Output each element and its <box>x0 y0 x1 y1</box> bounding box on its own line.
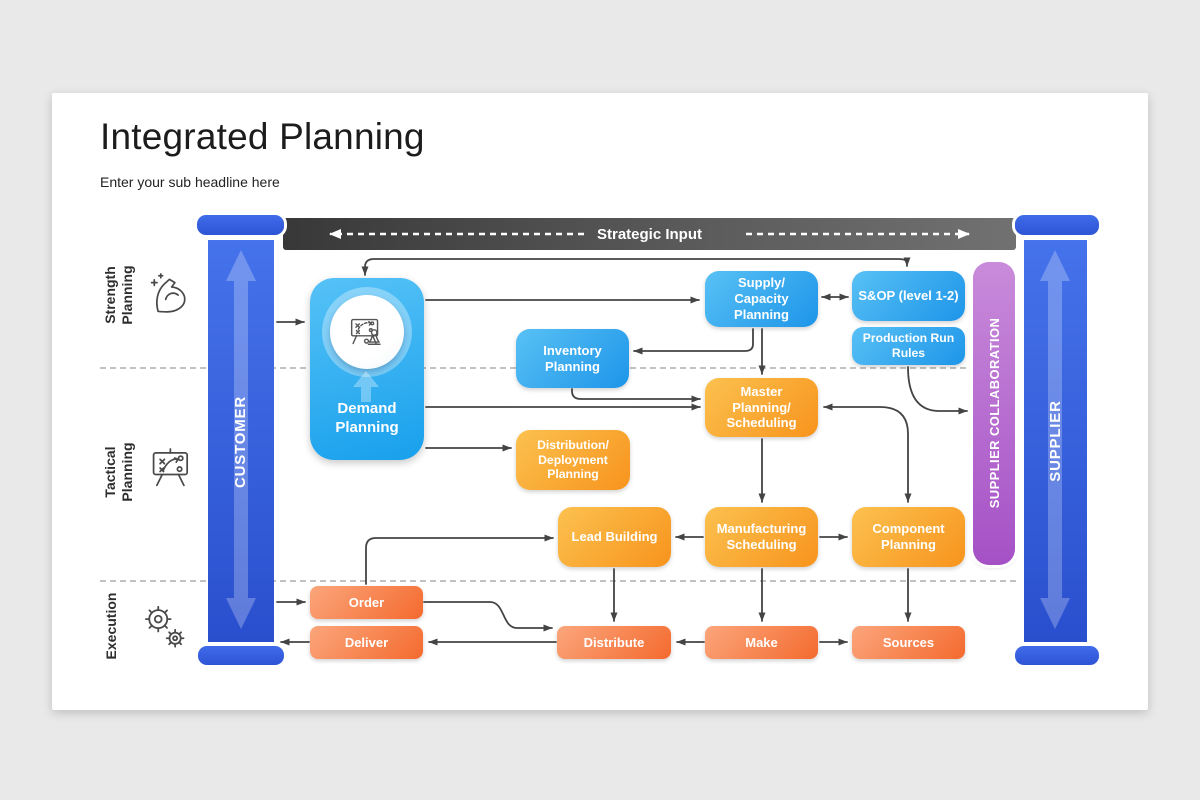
page-title: Integrated Planning <box>100 116 425 157</box>
node-master-planning-scheduling: Master Planning/ Scheduling <box>705 378 818 437</box>
node-make: Make <box>705 626 818 659</box>
node-distribution-deployment-planning: Distribution/ Deployment Planning <box>516 430 630 490</box>
strategic-input-bar: Strategic Input <box>283 218 1016 250</box>
node-manufacturing-scheduling: Manufacturing Scheduling <box>705 507 818 567</box>
supplier-pillar <box>1024 240 1087 642</box>
node-production-run-rules: Production Run Rules <box>852 327 965 365</box>
node-distribute: Distribute <box>557 626 671 659</box>
page-subtitle: Enter your sub headline here <box>100 174 280 190</box>
demand-planning-icon <box>330 295 404 369</box>
customer-pillar <box>208 240 274 642</box>
gears-icon <box>138 600 192 659</box>
node-order: Order <box>310 586 423 619</box>
node-lead-building: Lead Building <box>558 507 671 567</box>
node-deliver: Deliver <box>310 626 423 659</box>
node-sources: Sources <box>852 626 965 659</box>
supplier-collaboration-bar <box>973 262 1015 565</box>
node-supply-capacity-planning: Supply/ Capacity Planning <box>705 271 818 327</box>
node-inventory-planning: Inventory Planning <box>516 329 629 388</box>
node-demand-planning: Demand Planning <box>310 278 424 460</box>
node-demand-planning-label: Demand Planning <box>335 400 399 436</box>
strategic-input-label: Strategic Input <box>596 225 702 243</box>
node-component-planning: Component Planning <box>852 507 965 567</box>
strength-arm-icon <box>144 268 196 325</box>
supplier-pillar-bottom-cap <box>1015 646 1099 665</box>
strategy-board-icon <box>146 442 198 499</box>
customer-pillar-top-cap <box>197 215 284 235</box>
supplier-pillar-top-cap <box>1015 215 1099 235</box>
band-divider-bottom <box>100 580 1016 582</box>
customer-pillar-bottom-cap <box>198 646 284 665</box>
node-sop: S&OP (level 1-2) <box>852 271 965 321</box>
